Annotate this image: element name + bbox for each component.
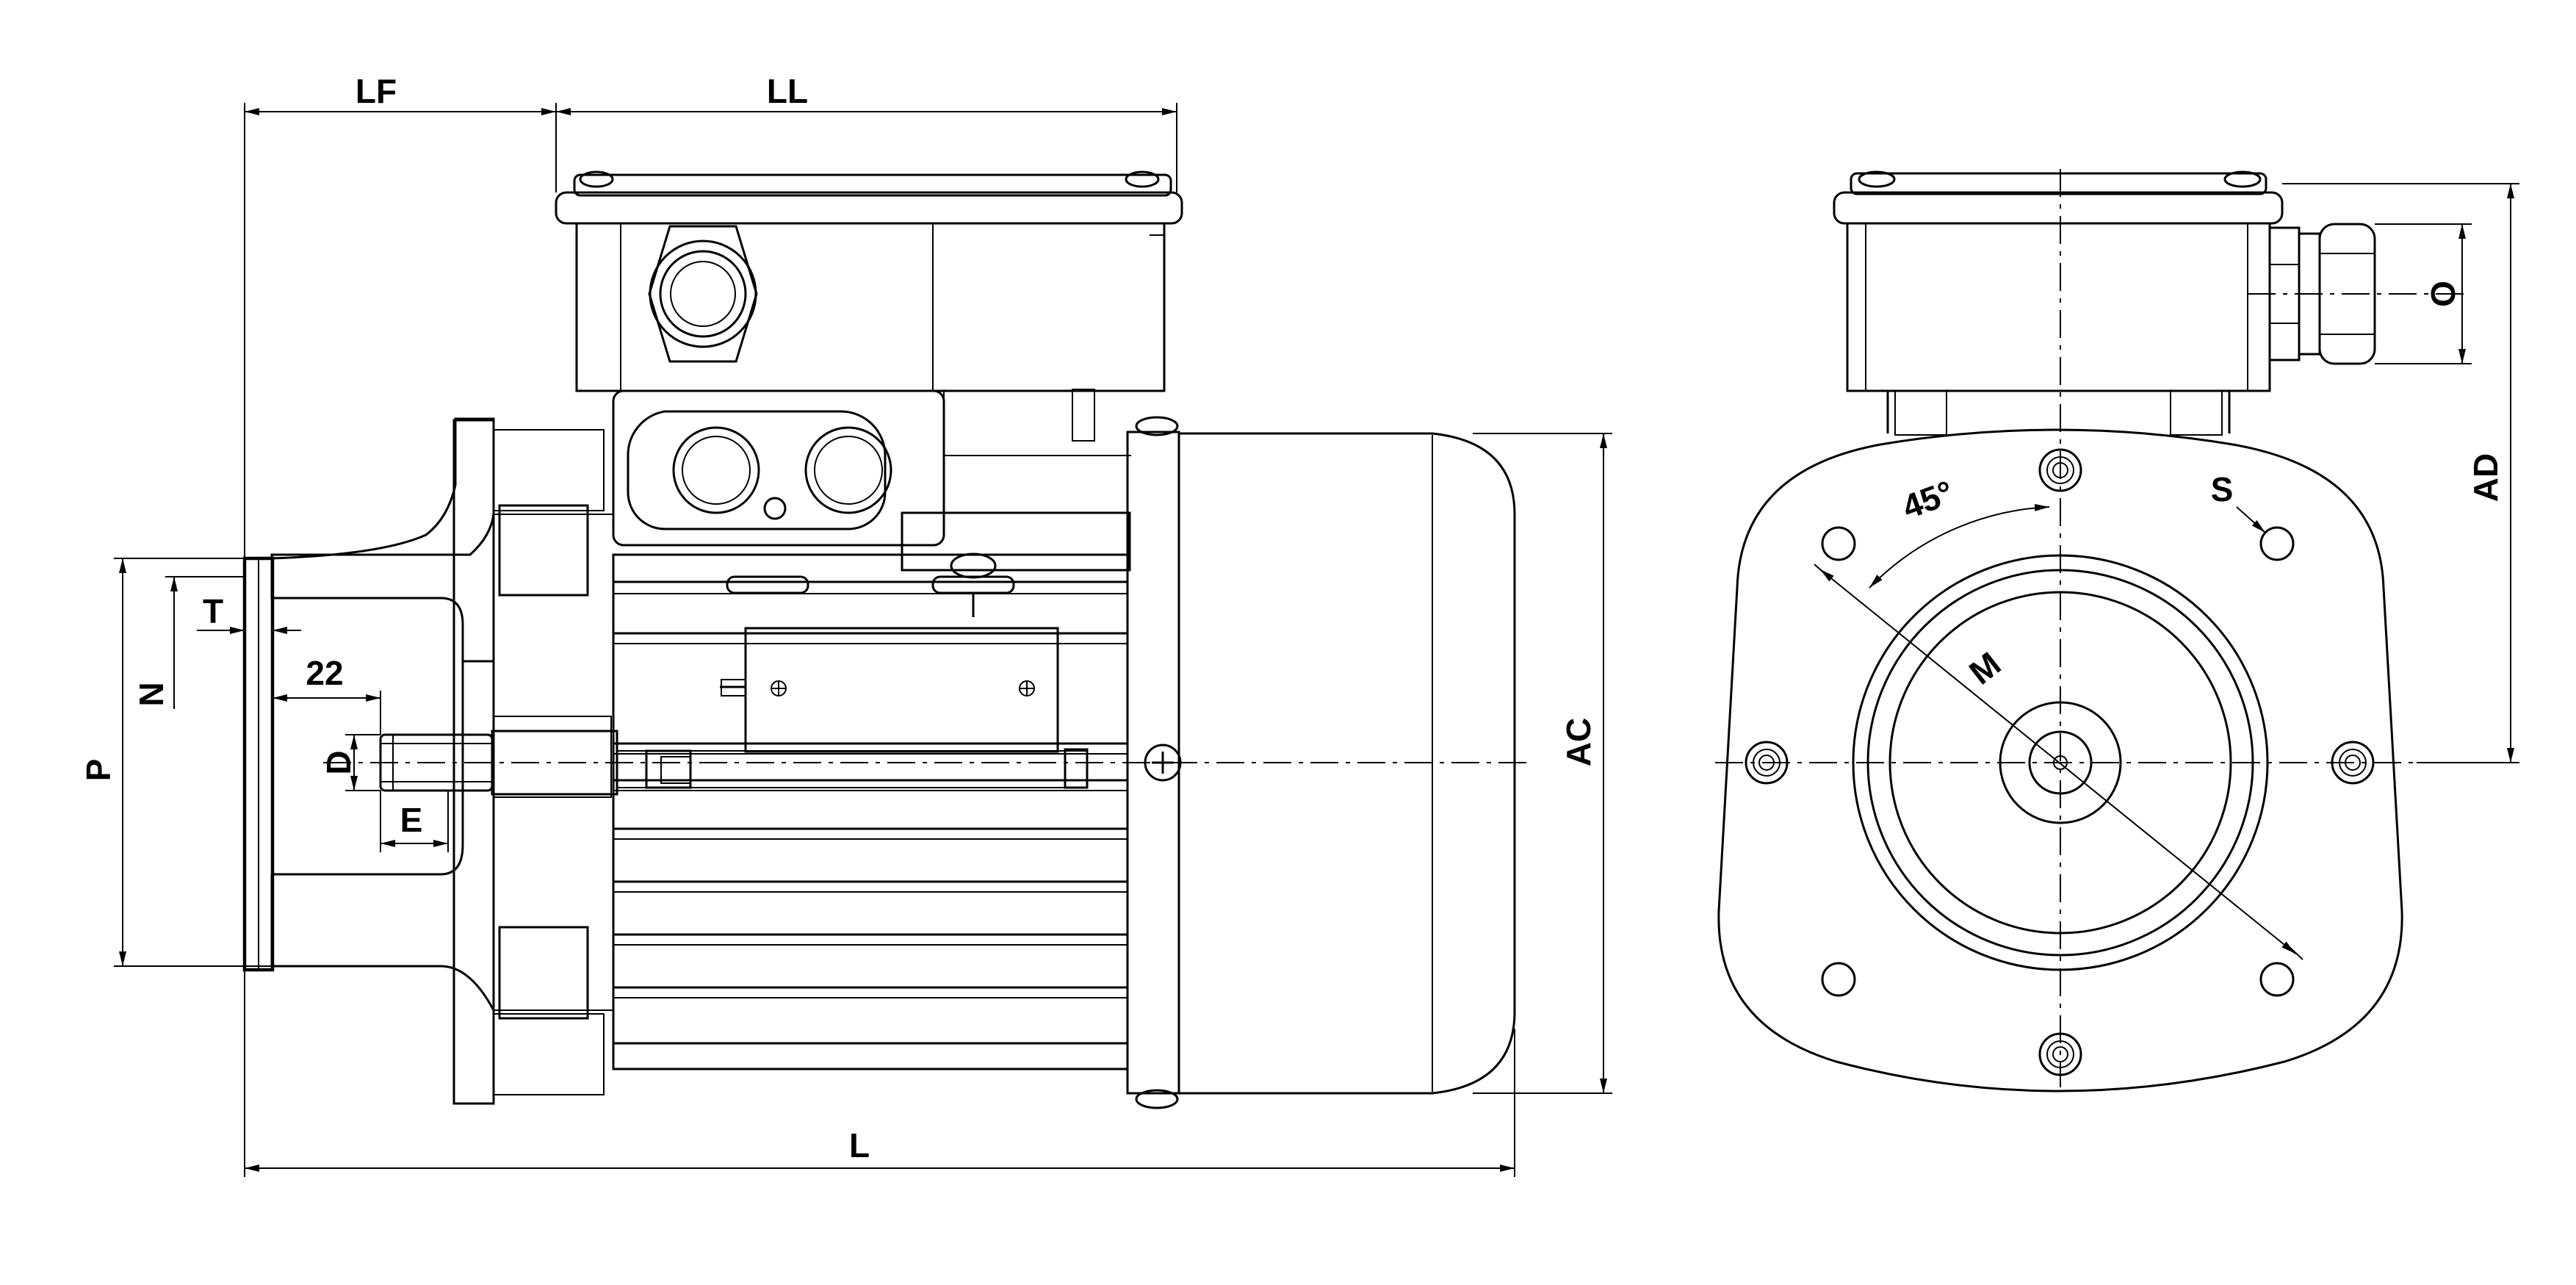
label-n: N xyxy=(132,682,170,706)
label-45: 45° xyxy=(1897,473,1958,527)
label-m: M xyxy=(1962,644,2007,692)
label-lf: LF xyxy=(356,72,397,110)
label-p: P xyxy=(79,759,118,782)
dim-o: O xyxy=(2375,223,2472,364)
label-l: L xyxy=(849,1126,870,1165)
label-s: S xyxy=(2211,470,2234,508)
label-ad: AD xyxy=(2467,453,2505,502)
dim-n: N xyxy=(132,576,245,709)
dim-d: D xyxy=(320,734,380,791)
dim-s: S xyxy=(2211,470,2266,533)
terminal-base xyxy=(612,389,1131,572)
dim-p: P xyxy=(79,558,272,967)
front-terminal-box xyxy=(1833,170,2376,436)
label-ac: AC xyxy=(1559,718,1598,766)
label-e: E xyxy=(400,801,423,839)
front-flange-outline xyxy=(1717,428,2403,1093)
dim-l: L xyxy=(244,970,1515,1177)
terminal-box xyxy=(555,170,1183,392)
dim-ac: AC xyxy=(1473,433,1612,1094)
dim-ad: AD xyxy=(2282,183,2519,763)
side-view: LF LL P N T 22 xyxy=(79,72,1612,1177)
label-d: D xyxy=(320,750,358,774)
flange-through-holes xyxy=(1821,526,2295,997)
flange xyxy=(242,417,613,1105)
dim-ll: LL xyxy=(556,72,1177,192)
dim-lf: LF xyxy=(244,72,557,558)
dim-22: 22 xyxy=(273,654,381,735)
motor-body-fins xyxy=(612,552,1129,1070)
dim-t: T xyxy=(197,592,301,634)
label-22: 22 xyxy=(306,654,343,692)
front-view: M 45° S O AD xyxy=(1715,169,2519,1093)
dim-e: E xyxy=(380,791,449,852)
dim-m: M xyxy=(1814,564,2303,960)
label-t: T xyxy=(203,592,223,630)
dim-45-degrees: 45° xyxy=(1869,473,2050,588)
label-ll: LL xyxy=(767,72,808,110)
label-o: O xyxy=(2424,281,2462,307)
